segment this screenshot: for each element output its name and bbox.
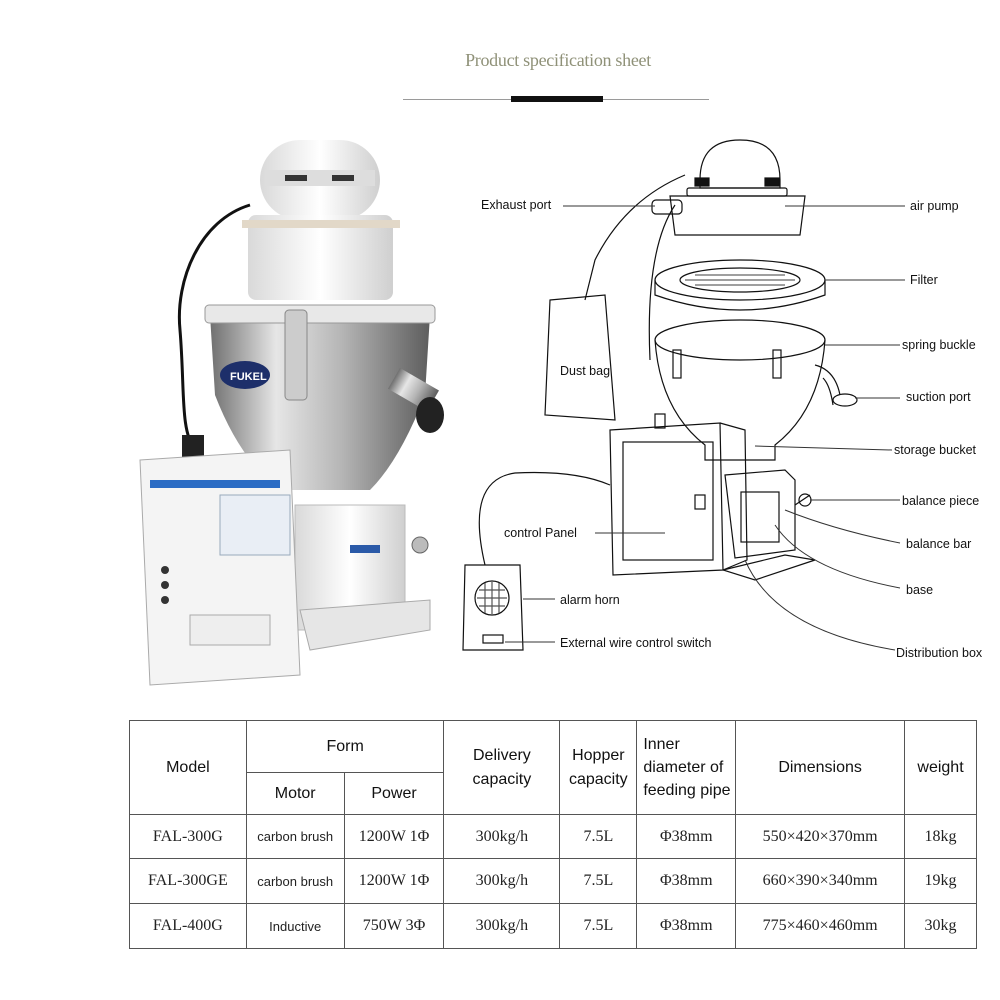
- table-row: FAL-400G Inductive 750W 3Φ 300kg/h 7.5L …: [129, 903, 977, 949]
- table-row: FAL-300GE carbon brush 1200W 1Φ 300kg/h …: [129, 858, 977, 904]
- brand-logo: FUKEL: [230, 371, 267, 383]
- label-spring-buckle: spring buckle: [902, 338, 976, 352]
- cell-model: FAL-300GE: [129, 858, 247, 904]
- page-title: Product specification sheet: [465, 50, 651, 70]
- cell-power: 1200W 1Φ: [343, 858, 445, 904]
- cell-delivery: 300kg/h: [443, 903, 561, 949]
- cell-model: FAL-300G: [129, 814, 247, 859]
- label-base: base: [906, 583, 934, 597]
- label-balance-piece: balance piece: [902, 494, 980, 508]
- header-inner-diameter: Inner diameter of feeding pipe: [636, 720, 737, 815]
- cell-weight: 18kg: [904, 814, 977, 859]
- label-suction-port: suction port: [906, 390, 971, 404]
- label-air-pump: air pump: [910, 199, 959, 213]
- label-distribution-box: Distribution box: [896, 646, 983, 660]
- label-control-panel: control Panel: [504, 526, 577, 540]
- cell-dimensions: 550×420×370mm: [735, 814, 906, 859]
- header-hopper: Hopper capacity: [559, 720, 638, 815]
- header-weight: weight: [904, 720, 977, 815]
- cell-delivery: 300kg/h: [443, 858, 561, 904]
- air-pump-drawing: [699, 139, 781, 189]
- exploded-diagram: [462, 139, 905, 651]
- label-balance-bar: balance bar: [906, 537, 972, 551]
- cell-hopper: 7.5L: [559, 903, 638, 949]
- header-power: Power: [343, 772, 445, 815]
- product-photo: FUKEL: [139, 140, 444, 686]
- label-alarm-horn: alarm horn: [560, 593, 620, 607]
- cell-motor: carbon brush: [245, 858, 345, 904]
- spec-table: Model Form Delivery capacity Hopper capa…: [129, 720, 977, 949]
- header-dimensions: Dimensions: [735, 720, 906, 815]
- cell-delivery: 300kg/h: [443, 814, 561, 859]
- cell-hopper: 7.5L: [559, 858, 638, 904]
- label-storage-bucket: storage bucket: [894, 443, 976, 457]
- header-delivery: Delivery capacity: [443, 720, 561, 815]
- cell-hopper: 7.5L: [559, 814, 638, 859]
- header-model: Model: [129, 720, 247, 815]
- cell-power: 750W 3Φ: [343, 903, 445, 949]
- cell-pipe: Φ38mm: [636, 858, 737, 904]
- cell-power: 1200W 1Φ: [343, 814, 445, 859]
- header-motor: Motor: [245, 772, 345, 815]
- header-form: Form: [245, 720, 445, 773]
- label-dust-bag: Dust bag: [560, 364, 611, 378]
- dust-bag-drawing: [544, 294, 616, 421]
- control-switch-drawing: [462, 564, 524, 651]
- cell-dimensions: 775×460×460mm: [735, 903, 906, 949]
- table-row: FAL-300G carbon brush 1200W 1Φ 300kg/h 7…: [129, 814, 977, 859]
- cell-motor: Inductive: [245, 903, 345, 949]
- label-external-switch: External wire control switch: [560, 636, 712, 650]
- cell-weight: 19kg: [904, 858, 977, 904]
- cell-motor: carbon brush: [245, 814, 345, 859]
- storage-bucket-drawing: [654, 339, 826, 461]
- cell-dimensions: 660×390×340mm: [735, 858, 906, 904]
- cell-pipe: Φ38mm: [636, 814, 737, 859]
- cell-pipe: Φ38mm: [636, 903, 737, 949]
- label-exhaust-port: Exhaust port: [481, 198, 552, 212]
- distribution-box-drawing: [609, 422, 724, 576]
- title-divider-accent: [511, 96, 603, 102]
- cell-weight: 30kg: [904, 903, 977, 949]
- label-filter: Filter: [910, 273, 938, 287]
- cell-model: FAL-400G: [129, 903, 247, 949]
- base-drawing: [724, 469, 796, 559]
